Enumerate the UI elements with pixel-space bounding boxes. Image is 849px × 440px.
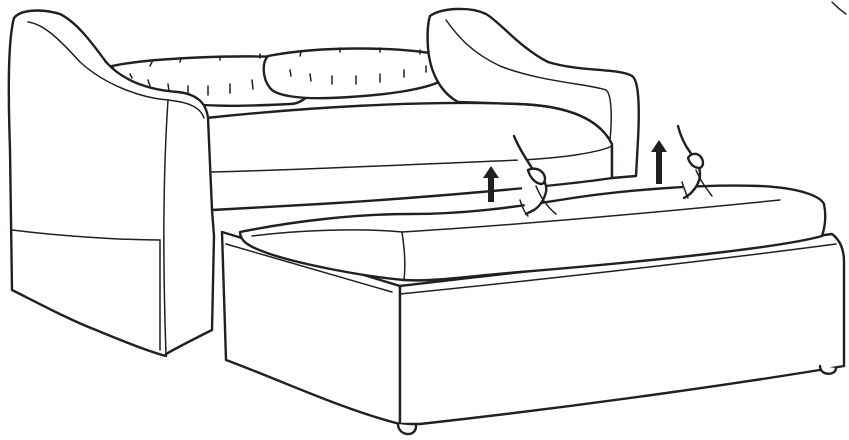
- back-pillow-right: [264, 48, 452, 98]
- arrow-up-icon: [651, 140, 667, 184]
- seat-cushion: [206, 103, 612, 210]
- corner-mark: [832, 2, 846, 14]
